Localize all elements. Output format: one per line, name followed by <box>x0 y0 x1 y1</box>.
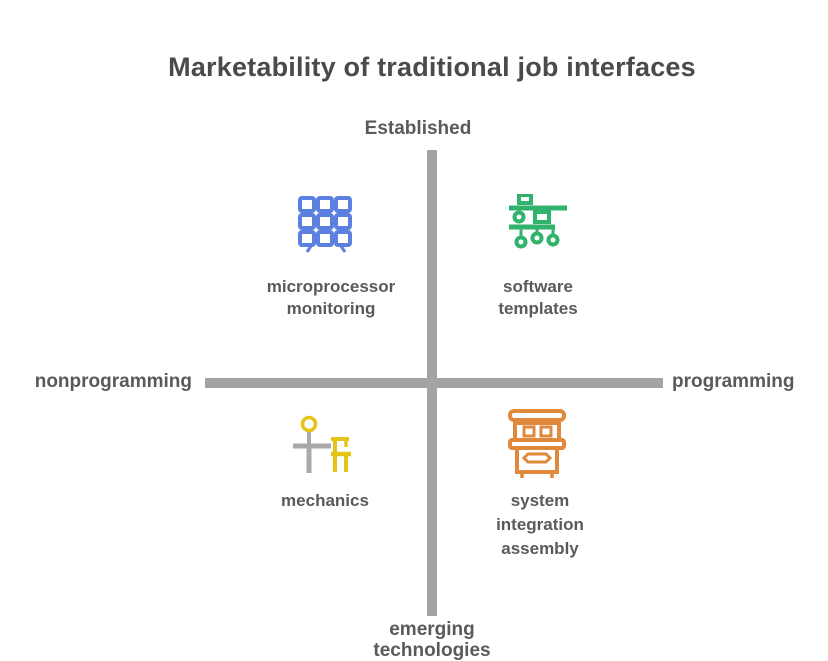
axis-label-bottom-line2: technologies <box>373 640 491 661</box>
axis-label-top: Established <box>364 118 472 139</box>
axis-label-bottom-line1: emerging <box>389 619 475 640</box>
axis-label-right: programming <box>672 371 795 392</box>
quadrant-label-line: system <box>510 491 570 510</box>
quadrant-label-bottom-right: system integration assembly <box>440 489 640 561</box>
quadrant-label-line: software <box>503 277 573 296</box>
quadrant-label-bottom-left: mechanics <box>225 490 425 512</box>
desk-gray-part <box>293 432 331 473</box>
quadrant-label-line: integration <box>496 515 584 534</box>
axis-label-bottom: emerging technologies <box>332 619 532 661</box>
horizontal-axis-line <box>205 378 663 388</box>
quadrant-label-top-left: microprocessor monitoring <box>231 276 431 320</box>
quadrant-label-line: mechanics <box>281 491 369 510</box>
quadrant-label-line: microprocessor <box>266 277 396 296</box>
diagram-title: Marketability of traditional job interfa… <box>168 52 696 82</box>
assembly-line-icon <box>507 194 569 252</box>
desk-yellow-part <box>300 415 351 472</box>
kiosk-icon <box>508 408 566 480</box>
quadrant-label-line: assembly <box>501 539 579 558</box>
solar-panel-icon <box>297 196 355 254</box>
desk-lamp-chair-icon <box>291 412 355 474</box>
quadrant-label-line: templates <box>498 299 578 318</box>
axis-label-left: nonprogramming <box>34 371 192 392</box>
quadrant-label-line: monitoring <box>286 299 376 318</box>
quadrant-label-top-right: software templates <box>438 276 638 320</box>
